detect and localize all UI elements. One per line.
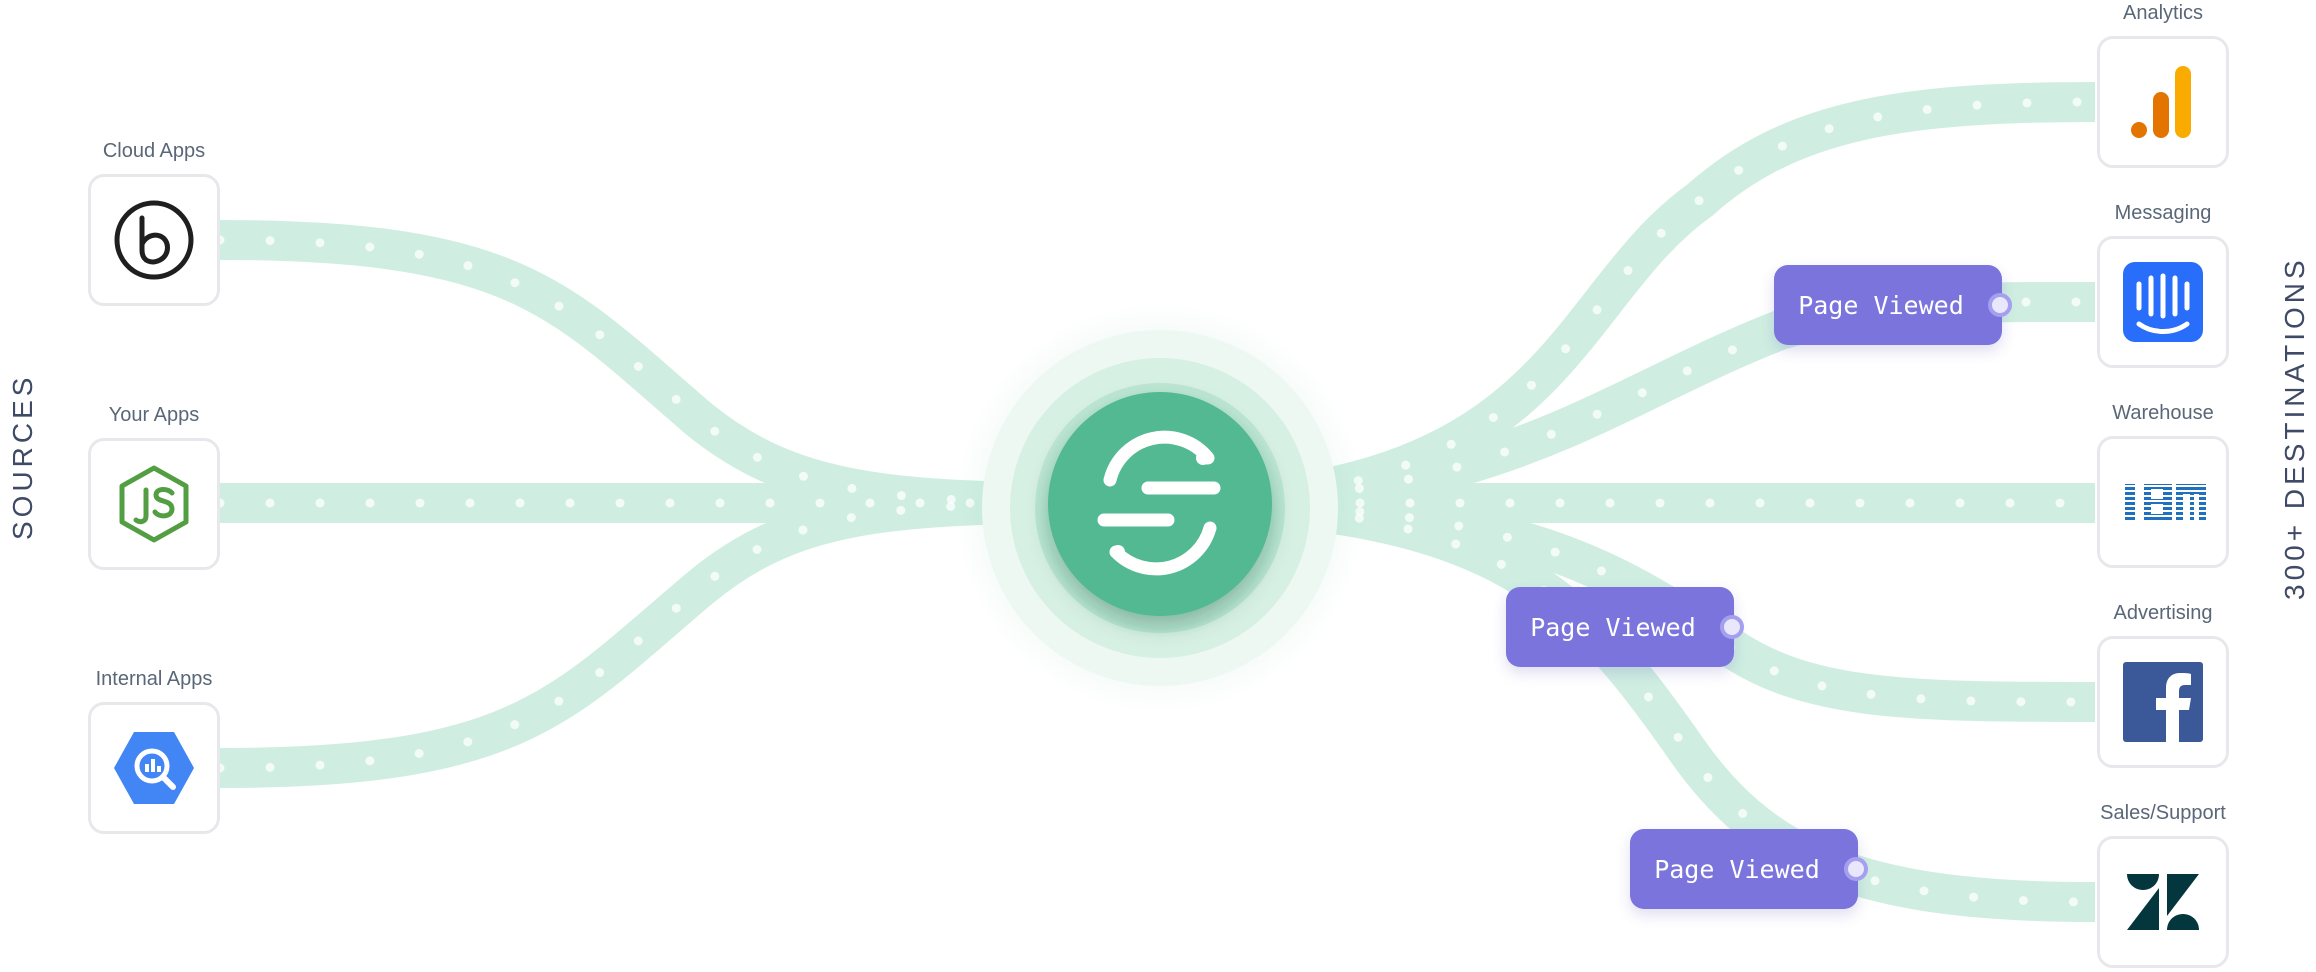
segment-logo-icon (1097, 430, 1221, 576)
event-pill-advertising[interactable]: Page Viewed (1506, 587, 1744, 667)
connector-dot (1844, 857, 1868, 881)
facebook-logo-icon (2123, 662, 2203, 742)
zendesk-logo-icon (2127, 874, 2199, 930)
segment-hub (955, 303, 1365, 713)
source-card-cloud-apps[interactable] (88, 174, 220, 306)
bigquery-logo-icon (114, 732, 194, 804)
destination-card-sales-support[interactable] (2097, 836, 2229, 968)
source-card-internal-apps[interactable] (88, 702, 220, 834)
destination-card-messaging[interactable] (2097, 236, 2229, 368)
destination-label-warehouse: Warehouse (2112, 402, 2214, 424)
event-pill-label: Page Viewed (1654, 854, 1820, 884)
branch-logo-icon (114, 200, 194, 280)
event-pill-label: Page Viewed (1530, 612, 1696, 642)
event-pill-label: Page Viewed (1798, 290, 1964, 320)
destinations-title: 300+ DESTINATIONS (2279, 256, 2310, 600)
source-card-your-apps[interactable] (88, 438, 220, 570)
destination-card-advertising[interactable] (2097, 636, 2229, 768)
sources-title: SOURCES (7, 373, 38, 540)
source-label-internal-apps: Internal Apps (95, 668, 213, 690)
destination-label-sales-support: Sales/Support (2100, 802, 2226, 824)
source-label-your-apps: Your Apps (108, 404, 200, 426)
google-analytics-logo-icon (2131, 66, 2191, 138)
destination-label-advertising: Advertising (2113, 602, 2213, 624)
destination-card-warehouse[interactable] (2097, 436, 2229, 568)
event-pill-messaging[interactable]: Page Viewed (1774, 265, 2012, 345)
connector-dot (1720, 615, 1744, 639)
event-pill-sales-support[interactable]: Page Viewed (1630, 829, 1868, 909)
destination-label-messaging: Messaging (2114, 202, 2212, 224)
ibm-logo-icon (2120, 484, 2206, 520)
connector-dot (1988, 293, 2012, 317)
destination-label-analytics: Analytics (2122, 2, 2204, 24)
destination-card-analytics[interactable] (2097, 36, 2229, 168)
source-label-cloud-apps: Cloud Apps (102, 140, 206, 162)
intercom-logo-icon (2123, 262, 2203, 342)
nodejs-logo-icon (119, 465, 189, 543)
